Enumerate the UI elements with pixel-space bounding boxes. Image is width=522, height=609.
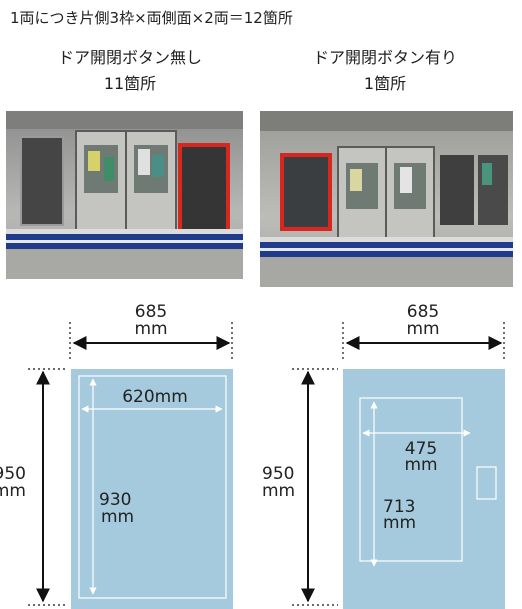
- header-text: 1両につき片側3枠×両側面×2両＝12箇所: [10, 9, 293, 27]
- left-width-unit: mm: [134, 319, 168, 339]
- right-train-photo: [260, 111, 513, 287]
- right-height-value: 950: [262, 464, 295, 484]
- right-caption-count: 1箇所: [363, 74, 407, 93]
- left-inner-width: 620mm: [122, 387, 188, 407]
- left-height-value: 950: [0, 464, 26, 484]
- right-inner-height-unit: mm: [383, 513, 417, 533]
- right-inner-height-value: 713: [383, 497, 416, 517]
- left-width-value: 685: [134, 302, 168, 322]
- right-inner-width-unit: mm: [404, 455, 438, 475]
- right-inner-width-value: 475: [404, 439, 438, 459]
- left-caption-count: 11箇所: [103, 74, 157, 93]
- right-width-unit: mm: [406, 319, 440, 339]
- door-button-outline: [476, 466, 497, 500]
- left-inner-height-value: 930: [99, 490, 132, 510]
- left-train-photo: [6, 111, 243, 279]
- right-width-value: 685: [406, 302, 440, 322]
- left-height-unit: mm: [0, 481, 26, 501]
- right-caption-title: ドア開閉ボタン有り: [312, 48, 457, 67]
- left-caption-title: ドア開閉ボタン無し: [57, 48, 202, 67]
- left-inner-height-unit: mm: [101, 507, 135, 527]
- right-height-unit: mm: [262, 481, 296, 501]
- right-panel-diagram: [343, 369, 505, 609]
